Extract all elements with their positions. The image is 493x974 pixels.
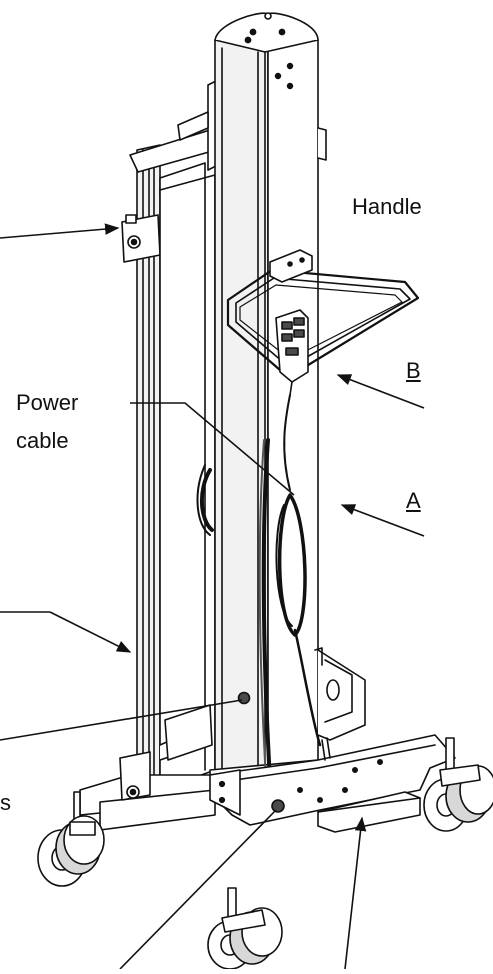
caster-front-right: [423, 737, 493, 832]
marker-dot-base: [271, 799, 285, 813]
leader-column-dot: [0, 699, 243, 741]
caster-front-left: [207, 887, 283, 970]
power-cable-label-line1: Power: [16, 390, 79, 415]
leader-step: [344, 816, 367, 970]
marker-a-label: A: [406, 488, 421, 513]
arrow-b: [336, 374, 425, 409]
leader-rail: [49, 611, 132, 653]
main-column: [209, 12, 327, 801]
power-cable-coil: [196, 394, 322, 782]
leader-power-cable: [130, 402, 295, 496]
cut-off-label: s: [0, 790, 11, 815]
handle[interactable]: [226, 249, 420, 372]
leader-base-dot: [119, 809, 277, 970]
marker-dot-column: [237, 691, 251, 705]
leader-left-bracket: [0, 223, 120, 239]
rear-tray: [317, 649, 366, 741]
marker-b-label: B: [406, 358, 421, 383]
caster-rear-left: [37, 791, 105, 887]
caster-rear-right: [314, 647, 323, 666]
power-cable-label-line2: cable: [16, 428, 69, 453]
arrow-a: [340, 504, 425, 537]
front-base-plate: [209, 734, 456, 833]
handle-label: Handle: [352, 194, 422, 219]
inner-panel: [159, 174, 216, 791]
left-mount-bracket: [121, 214, 161, 263]
hand-control[interactable]: [275, 309, 309, 396]
rear-base: [79, 704, 216, 831]
